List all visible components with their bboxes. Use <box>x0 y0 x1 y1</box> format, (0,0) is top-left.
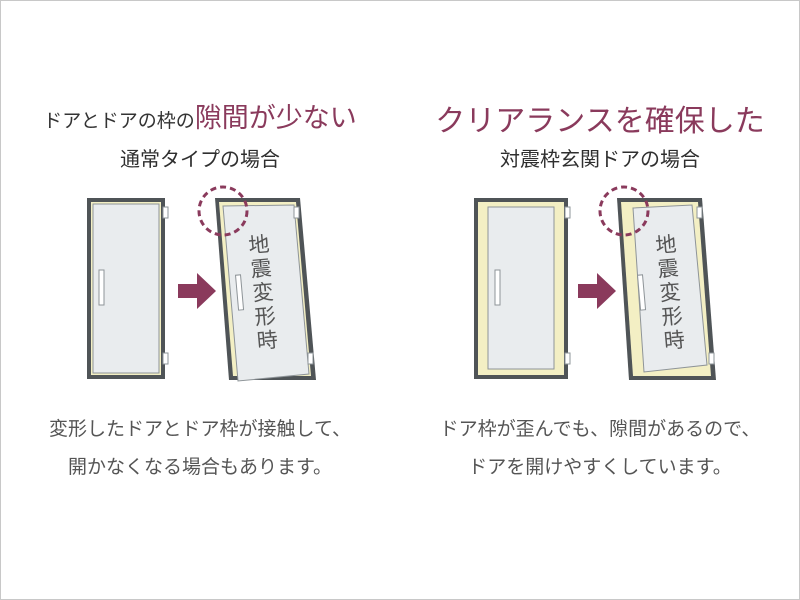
door-handle <box>98 269 105 306</box>
door-handle <box>636 274 647 311</box>
right-heading: クリアランスを確保した <box>400 96 800 140</box>
hinge-bottom <box>564 352 571 365</box>
hinge-top <box>293 206 300 219</box>
left-heading-plain: ドアとドアの枠の <box>43 110 195 132</box>
left-deformed-door <box>197 185 316 382</box>
clearance-highlight-circle <box>598 185 650 237</box>
door-handle <box>234 274 245 311</box>
door-label-text: 地震変形時 <box>654 232 685 353</box>
right-heading-emphasis: クリアランスを確保した <box>435 104 765 139</box>
left-door-label: 地震変形時 <box>247 232 278 353</box>
hinge-top <box>696 206 703 219</box>
hinge-bottom <box>307 352 314 365</box>
hinge-top <box>162 206 169 219</box>
right-arrow <box>578 273 616 309</box>
hinge-bottom <box>708 352 715 365</box>
hinge-top <box>564 206 571 219</box>
hinge-bottom <box>162 352 169 365</box>
door-label-text: 地震変形時 <box>247 232 278 353</box>
right-normal-door <box>474 198 571 379</box>
left-arrow <box>178 273 216 309</box>
left-heading: ドアとドアの枠の隙間が少ない <box>0 96 400 135</box>
contact-highlight-circle <box>197 185 249 237</box>
left-subheading: 通常タイプの場合 <box>120 147 280 171</box>
left-caption-line2: 開かなくなる場合もあります。 <box>67 456 333 478</box>
left-normal-door <box>87 198 169 379</box>
right-door-label: 地震変形時 <box>654 232 685 353</box>
right-caption-line2: ドアを開けやすくしています。 <box>468 456 732 478</box>
left-caption-line1: 変形したドアとドア枠が接触して、 <box>48 418 352 440</box>
left-heading-emphasis: 隙間が少ない <box>194 103 357 134</box>
door-handle <box>494 269 501 306</box>
right-deformed-door <box>598 185 716 380</box>
right-subheading: 対震枠玄関ドアの場合 <box>500 147 700 171</box>
right-caption-line1: ドア枠が歪んでも、隙間があるので、 <box>439 418 761 440</box>
